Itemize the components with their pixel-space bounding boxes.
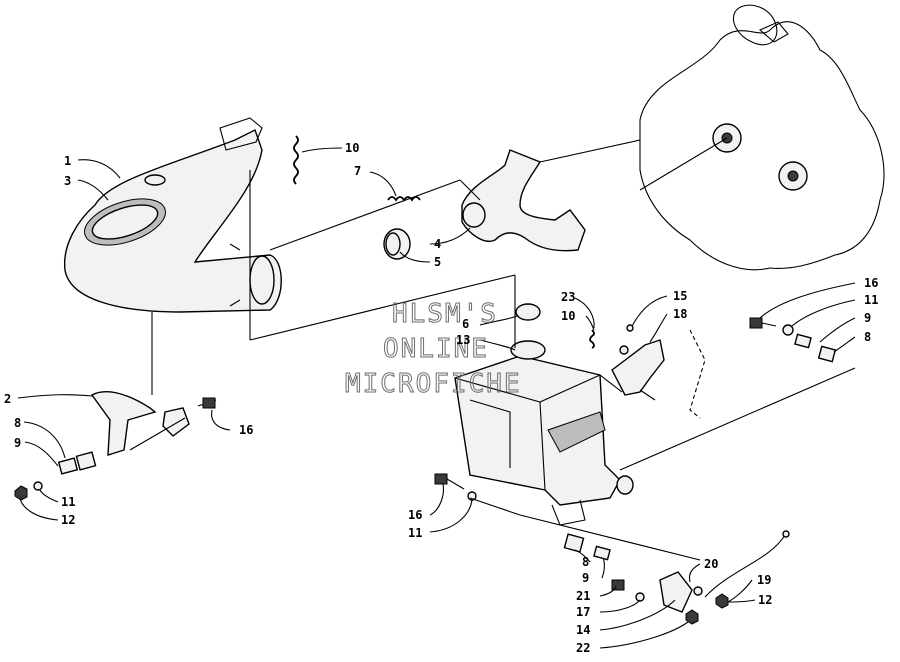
callout-5: 5 [434,255,441,269]
callout-23: 23 [561,290,575,304]
right-bolt-set-part [749,317,837,363]
callout-11: 11 [408,526,422,540]
callout-10: 10 [561,309,575,323]
engine-outline [639,4,885,271]
mount-bracket-part [14,391,217,501]
callout-10: 10 [345,141,359,155]
callout-8: 8 [14,416,21,430]
callout-7: 7 [354,164,361,178]
callout-labels: 1 3 10 7 4 5 2 8 9 11 12 16 23 15 10 18 … [4,141,878,655]
callout-1: 1 [64,154,71,168]
spring-part [293,135,299,185]
callout-21: 21 [576,589,590,603]
callout-20: 20 [704,557,718,571]
callout-18: 18 [673,307,687,321]
callout-9: 9 [14,436,21,450]
callout-13: 13 [456,333,470,347]
callout-8: 8 [582,555,589,569]
watermark-line-3: MICROFICHE [345,369,522,399]
callout-4: 4 [434,237,441,251]
expansion-chamber-part [63,117,282,313]
assembly-guide-lines [129,170,856,561]
silencer-tank-part [454,303,634,526]
watermark-line-2: ONLINE [383,334,489,364]
spring-part [387,196,421,202]
callout-8: 8 [864,330,871,344]
callout-12: 12 [758,593,772,607]
callout-11: 11 [61,495,75,509]
callout-6: 6 [462,317,469,331]
callout-9: 9 [582,571,589,585]
callout-9: 9 [864,311,871,325]
watermark-line-1: HLSM'S [392,299,498,329]
watermark: HLSM'S ONLINE MICROFICHE [345,299,522,400]
callout-3: 3 [64,174,71,188]
support-bracket-part [589,324,706,419]
callout-16: 16 [864,276,878,290]
callout-17: 17 [576,605,590,619]
callout-leaders [17,147,856,649]
callout-2: 2 [4,392,11,406]
callout-22: 22 [576,641,590,655]
seal-ring-part [383,228,411,260]
lower-bracket-set-part [434,473,790,625]
callout-16: 16 [408,508,422,522]
callout-14: 14 [576,623,590,637]
exhaust-manifold-part [461,139,641,252]
callout-11: 11 [864,293,878,307]
callout-16: 16 [239,423,253,437]
callout-19: 19 [757,573,771,587]
callout-15: 15 [673,289,687,303]
callout-12: 12 [61,513,75,527]
